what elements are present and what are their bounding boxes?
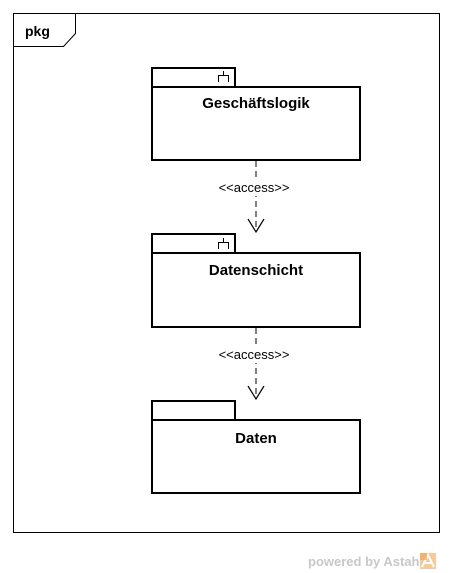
dependency-stereotype: <<access>> [219, 180, 290, 195]
open-arrowhead-icon [247, 385, 265, 401]
package-tab [151, 67, 236, 88]
frame-label-tab [13, 13, 76, 47]
package-datenschicht[interactable]: Datenschicht [151, 233, 361, 328]
open-arrowhead-icon [247, 218, 265, 234]
astah-logo-icon [420, 553, 437, 569]
package-name: Geschäftslogik [202, 95, 310, 112]
model-icon [218, 71, 229, 82]
access-dependency-1[interactable]: <<access>> [209, 161, 303, 234]
powered-by-footer: powered by Astah [308, 551, 453, 571]
package-geschaeftslogik[interactable]: Geschäftslogik [151, 67, 361, 161]
frame-label: pkg [25, 23, 50, 39]
package-body [151, 86, 361, 161]
package-body [151, 252, 361, 328]
powered-by-text: powered by Astah [308, 553, 420, 569]
package-tab [151, 400, 236, 421]
package-body [151, 419, 361, 494]
package-name: Daten [235, 430, 277, 447]
dependency-stereotype: <<access>> [219, 347, 290, 362]
package-tab [151, 233, 236, 254]
package-name: Datenschicht [209, 262, 303, 279]
model-icon [218, 238, 229, 249]
access-dependency-2[interactable]: <<access>> [209, 328, 303, 401]
package-daten[interactable]: Daten [151, 400, 361, 494]
diagram-frame [13, 13, 440, 533]
